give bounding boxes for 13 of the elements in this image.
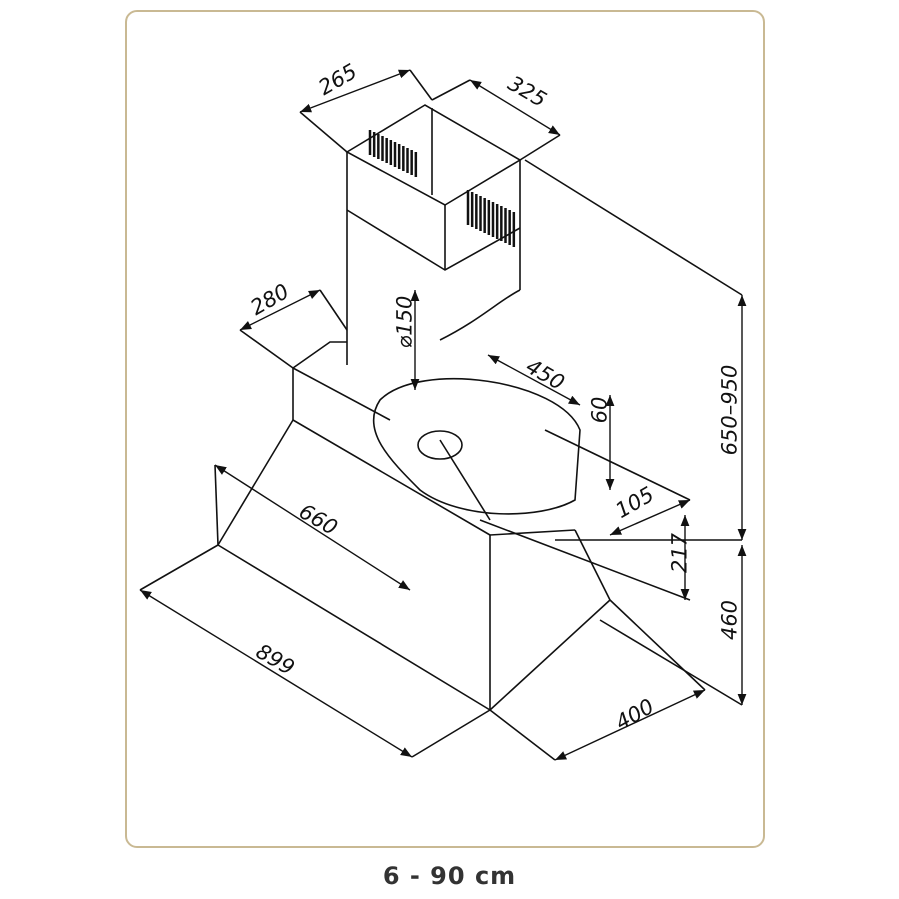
dimension-label: 400 (612, 696, 658, 734)
dimension-label: 899 (252, 640, 298, 680)
dimension-label: 450 (522, 356, 568, 394)
dimension-label: 105 (612, 484, 658, 522)
dimension-label: 265 (315, 60, 361, 100)
dimension-label: 60 (590, 396, 610, 424)
dimension-label: 660 (295, 500, 341, 540)
dimension-label: 280 (247, 280, 293, 320)
caption: 6 - 90 cm (382, 862, 516, 890)
dimension-label: 650–950 (720, 364, 740, 456)
dimension-label: ⌀150 (394, 296, 416, 348)
dimension-label: 460 (720, 600, 740, 640)
dimension-label: 325 (504, 72, 550, 112)
